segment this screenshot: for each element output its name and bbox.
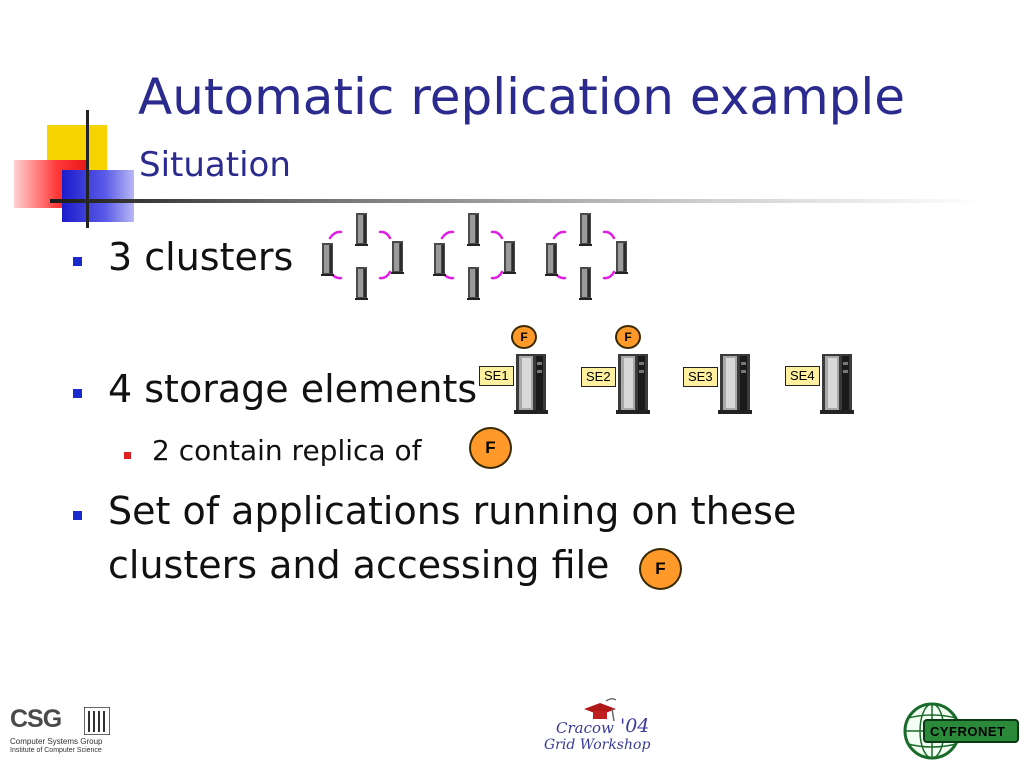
sub-bullet-marker bbox=[124, 452, 131, 459]
workshop-name: Grid Workshop bbox=[544, 737, 651, 753]
cyfronet-globe-icon bbox=[903, 702, 1019, 760]
se3-label: SE3 bbox=[683, 367, 718, 387]
bullet-marker bbox=[73, 511, 82, 520]
csg-institute: Institute of Computer Science bbox=[10, 747, 102, 754]
storage-server-icon bbox=[718, 354, 752, 414]
bullet-marker bbox=[73, 389, 82, 398]
server-icon bbox=[433, 243, 446, 276]
cyfronet-logo: CYFRONET bbox=[902, 700, 1020, 762]
server-icon bbox=[579, 267, 592, 300]
cluster-1 bbox=[321, 213, 404, 300]
se2-label: SE2 bbox=[581, 367, 616, 387]
bullet-clusters: 3 clusters bbox=[108, 235, 294, 279]
title-rule bbox=[50, 199, 985, 203]
server-icon bbox=[467, 213, 480, 246]
storage-server-icon bbox=[616, 354, 650, 414]
slide-subtitle: Situation bbox=[139, 145, 291, 185]
file-marker: F bbox=[639, 548, 682, 590]
server-icon bbox=[321, 243, 334, 276]
se4-label: SE4 bbox=[785, 366, 820, 386]
server-icon bbox=[467, 267, 480, 300]
cluster-2 bbox=[433, 213, 516, 300]
decor-vertical-line bbox=[86, 110, 89, 228]
graduation-cap-icon bbox=[584, 698, 617, 722]
csg-building-icon bbox=[84, 707, 110, 735]
slide-title: Automatic replication example bbox=[138, 68, 906, 126]
server-icon bbox=[391, 241, 404, 274]
workshop-city: Cracow bbox=[556, 719, 614, 737]
csg-name: Computer Systems Group bbox=[10, 737, 103, 746]
server-icon bbox=[503, 241, 516, 274]
bullet-applications-line2: clusters and accessing file bbox=[108, 543, 610, 587]
server-icon bbox=[615, 241, 628, 274]
decor-blue-square bbox=[62, 170, 134, 222]
cluster-3 bbox=[545, 213, 628, 300]
csg-logo: CSG Computer Systems Group Institute of … bbox=[8, 705, 110, 760]
bullet-marker bbox=[73, 257, 82, 266]
csg-logo-mark: CSG bbox=[10, 705, 62, 733]
storage-server-icon bbox=[820, 354, 854, 414]
se1-label: SE1 bbox=[479, 366, 514, 386]
server-icon bbox=[579, 213, 592, 246]
bullet-applications-line1: Set of applications running on these bbox=[108, 489, 797, 533]
file-replica-marker-se2: F bbox=[615, 325, 641, 349]
storage-servers bbox=[514, 354, 854, 414]
server-icon bbox=[355, 267, 368, 300]
server-icon bbox=[545, 243, 558, 276]
sub-bullet-replica: 2 contain replica of bbox=[152, 434, 422, 467]
cracow-workshop-logo: Cracow '04 Grid Workshop bbox=[540, 695, 670, 760]
file-replica-marker-se1: F bbox=[511, 325, 537, 349]
storage-server-icon bbox=[514, 354, 548, 414]
file-marker: F bbox=[469, 427, 512, 469]
bullet-storage-elements: 4 storage elements bbox=[108, 367, 478, 411]
workshop-year: '04 bbox=[620, 715, 650, 737]
server-icon bbox=[355, 213, 368, 246]
clusters-illustration bbox=[321, 213, 628, 300]
cyfronet-wordmark: CYFRONET bbox=[930, 724, 1006, 739]
